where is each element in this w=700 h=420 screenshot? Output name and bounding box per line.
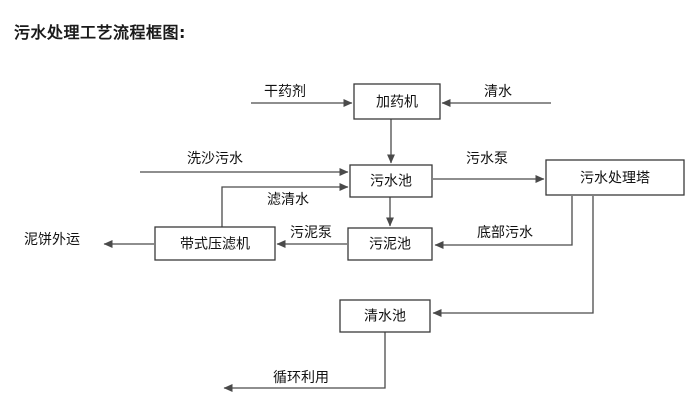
edge-label-filtrate: 滤清水 xyxy=(267,192,309,208)
node-sewage-treatment-tower[interactable]: 污水处理塔 xyxy=(545,159,685,196)
edge-dry-agent-to-dosing: 干药剂 xyxy=(251,84,353,108)
edge-label-mud-cake-out: 泥饼外运 xyxy=(24,232,80,248)
edge-clean-water-to-dosing: 清水 xyxy=(441,84,551,108)
edge-label-clean-water: 清水 xyxy=(484,84,512,100)
edge-tower-to-clean-pool xyxy=(432,196,594,318)
node-label-sludge-pool: 污泥池 xyxy=(369,237,411,253)
edge-label-dry-agent: 干药剂 xyxy=(264,84,306,100)
edge-sand-wash-to-sewage-pool: 洗沙污水 xyxy=(140,151,349,177)
node-clean-water-pool[interactable]: 清水池 xyxy=(339,299,431,333)
edge-tower-to-sludge-pool: 底部污水 xyxy=(434,196,573,250)
edge-label-bottom-sewage: 底部污水 xyxy=(477,225,533,241)
node-sludge-pool[interactable]: 污泥池 xyxy=(347,227,433,261)
edge-label-recycle: 循环利用 xyxy=(273,370,329,386)
edge-label-sand-wash: 洗沙污水 xyxy=(187,151,243,167)
node-label-sewage-pool: 污水池 xyxy=(370,174,412,190)
node-label-clean-water-pool: 清水池 xyxy=(364,309,406,325)
node-dosing-machine[interactable]: 加药机 xyxy=(353,83,441,120)
node-label-belt-filter-press: 带式压滤机 xyxy=(180,237,250,253)
edge-sewage-pool-to-tower: 污水泵 xyxy=(433,151,545,184)
edge-clean-pool-to-recycle: 循环利用 xyxy=(223,332,386,393)
node-label-dosing-machine: 加药机 xyxy=(376,95,418,111)
page-title: 污水处理工艺流程框图: xyxy=(14,23,186,42)
edge-belt-press-to-mud-cake: 泥饼外运 xyxy=(24,232,154,249)
node-label-sewage-treatment-tower: 污水处理塔 xyxy=(580,171,650,187)
edge-filtrate-to-sewage-pool: 滤清水 xyxy=(221,182,349,227)
edge-label-sewage-pump: 污水泵 xyxy=(466,151,508,167)
edge-label-sludge-pump: 污泥泵 xyxy=(290,225,332,241)
edge-sludge-pool-to-belt-press: 污泥泵 xyxy=(276,225,347,249)
node-sewage-pool[interactable]: 污水池 xyxy=(349,164,433,198)
node-belt-filter-press[interactable]: 带式压滤机 xyxy=(154,226,276,261)
